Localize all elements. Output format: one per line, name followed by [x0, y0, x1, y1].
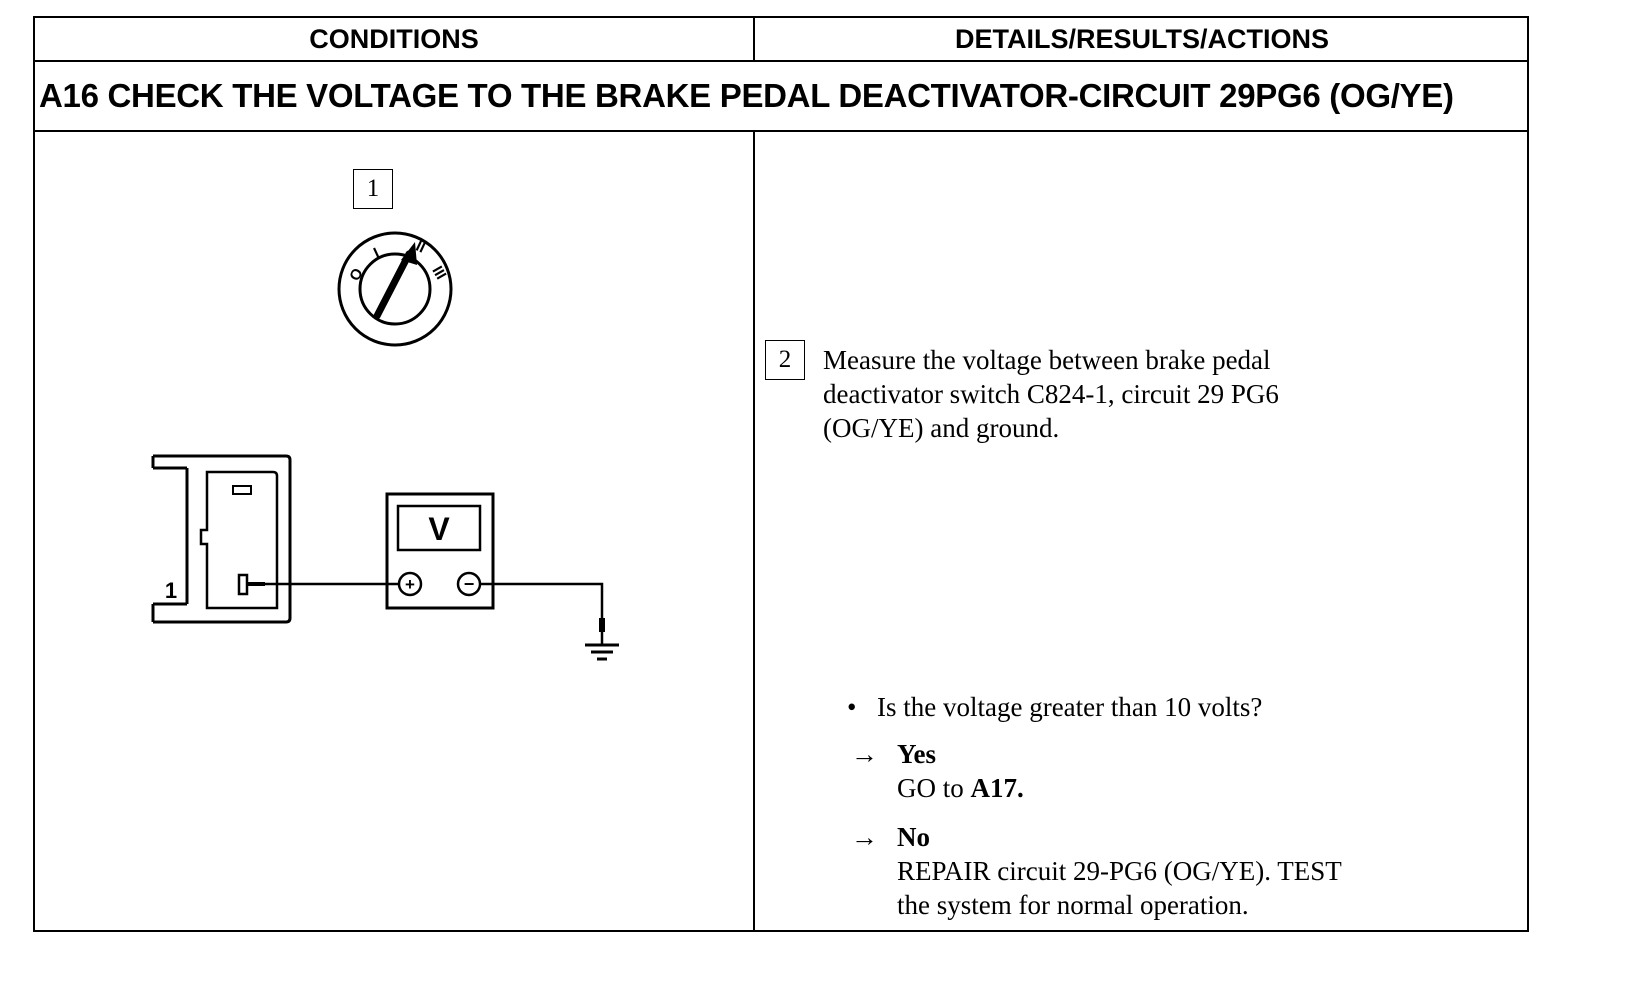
measurement-instruction: Measure the voltage between brake pedal …: [823, 343, 1383, 445]
bullet: •: [847, 692, 857, 722]
positive-terminal-label: +: [405, 575, 415, 594]
details-header: DETAILS/RESULTS/ACTIONS: [954, 24, 1329, 54]
step-1-box: 1: [353, 169, 393, 209]
details-cell: 2 Measure the voltage between brake peda…: [755, 132, 1529, 932]
ignition-switch-icon: O I II III: [337, 231, 453, 347]
ignition-position-2: II: [413, 238, 428, 257]
instruction-line: (OG/YE) and ground.: [823, 413, 1060, 443]
no-action-line: REPAIR circuit 29-PG6 (OG/YE). TEST: [897, 856, 1342, 886]
yes-action-text: GO to: [897, 773, 971, 803]
arrow-icon: →: [851, 822, 878, 852]
no-label: No: [897, 822, 930, 852]
ignition-position-0: O: [346, 265, 367, 284]
step-2-box: 2: [765, 340, 805, 380]
table-header-row: CONDITIONS DETAILS/RESULTS/ACTIONS: [35, 18, 1527, 62]
no-action-line: the system for normal operation.: [897, 890, 1249, 920]
voltmeter-icon: V + −: [385, 492, 495, 610]
question-text: Is the voltage greater than 10 volts?: [877, 692, 1263, 722]
column-divider: [753, 132, 755, 932]
ground-icon: [585, 618, 619, 661]
conditions-diagram: O I II III 1: [151, 231, 619, 661]
goto-step-link[interactable]: A17.: [970, 773, 1024, 803]
step-title: A16 CHECK THE VOLTAGE TO THE BRAKE PEDAL…: [39, 77, 1454, 114]
positive-terminal: [397, 571, 423, 597]
yes-label: Yes: [897, 739, 936, 769]
conditions-cell: 1 O I II III: [35, 132, 753, 932]
instruction-line: Measure the voltage between brake pedal: [823, 345, 1271, 375]
negative-terminal-label: −: [464, 574, 475, 594]
ignition-position-1: I: [371, 245, 382, 262]
instruction-line: deactivator switch C824-1, circuit 29 PG…: [823, 379, 1279, 409]
voltmeter-label: V: [428, 511, 450, 547]
step-title-row: A16 CHECK THE VOLTAGE TO THE BRAKE PEDAL…: [35, 62, 1527, 132]
connector-pin-number: 1: [165, 578, 177, 603]
no-result: →No REPAIR circuit 29-PG6 (OG/YE). TEST …: [851, 820, 1451, 922]
yes-result: → Yes GO to A17.: [851, 737, 1451, 805]
diagnostic-table: CONDITIONS DETAILS/RESULTS/ACTIONS A16 C…: [33, 16, 1529, 932]
arrow-icon: →: [851, 739, 878, 769]
test-question: • Is the voltage greater than 10 volts?: [847, 690, 1447, 724]
header-divider: [753, 18, 755, 60]
connector-icon: 1: [151, 454, 292, 624]
negative-lead: [480, 582, 604, 620]
conditions-header: CONDITIONS: [309, 24, 479, 54]
